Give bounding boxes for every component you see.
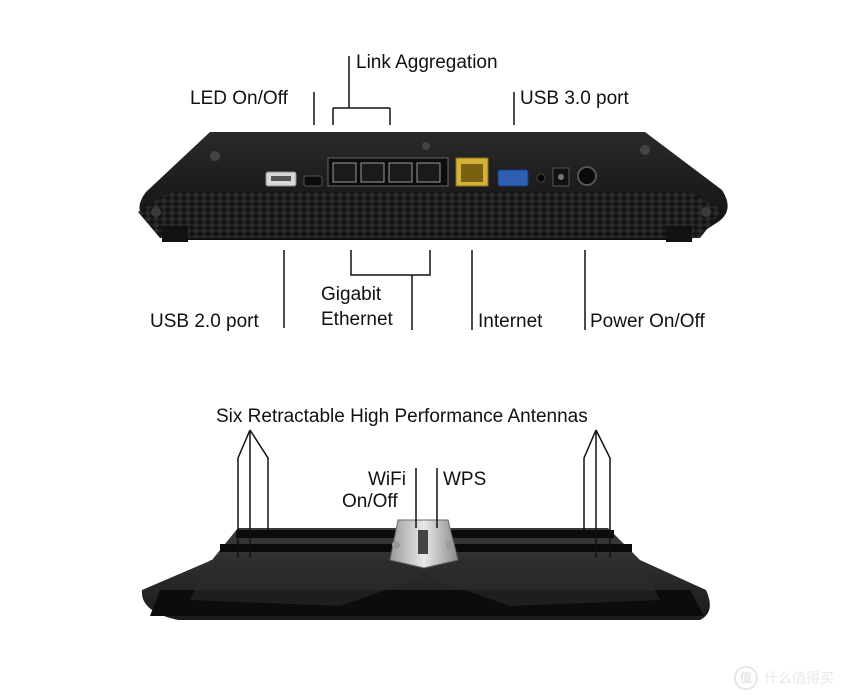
watermark-badge-icon: 值: [734, 666, 758, 690]
router-rear-view: [138, 132, 728, 242]
watermark-text: 什么值得买: [764, 670, 834, 686]
router-top-view: [141, 519, 710, 620]
gigabit-ports-icon: [327, 157, 449, 187]
power-button-icon: [577, 166, 597, 186]
watermark: 值 什么值得买: [734, 666, 834, 690]
bottom-leader-lines: [237, 429, 611, 558]
label-usb3-port: USB 3.0 port: [520, 88, 629, 109]
label-internet: Internet: [478, 311, 543, 332]
top-leader-lines: [283, 56, 586, 330]
label-power-on-off: Power On/Off: [590, 311, 705, 332]
label-wifi-line2: On/Off: [342, 491, 398, 512]
usb3-port-icon: [497, 169, 529, 187]
label-gigabit-line1: Gigabit: [321, 284, 382, 305]
label-led-on-off: LED On/Off: [190, 88, 288, 109]
label-wps: WPS: [443, 469, 487, 490]
led-switch-icon: [303, 175, 323, 187]
label-gigabit-line2: Ethernet: [321, 309, 393, 330]
label-antennas: Six Retractable High Performance Antenna…: [216, 406, 588, 427]
label-usb2-port: USB 2.0 port: [150, 311, 259, 332]
label-wifi-line1: WiFi: [368, 469, 406, 490]
label-link-aggregation: Link Aggregation: [356, 52, 498, 73]
